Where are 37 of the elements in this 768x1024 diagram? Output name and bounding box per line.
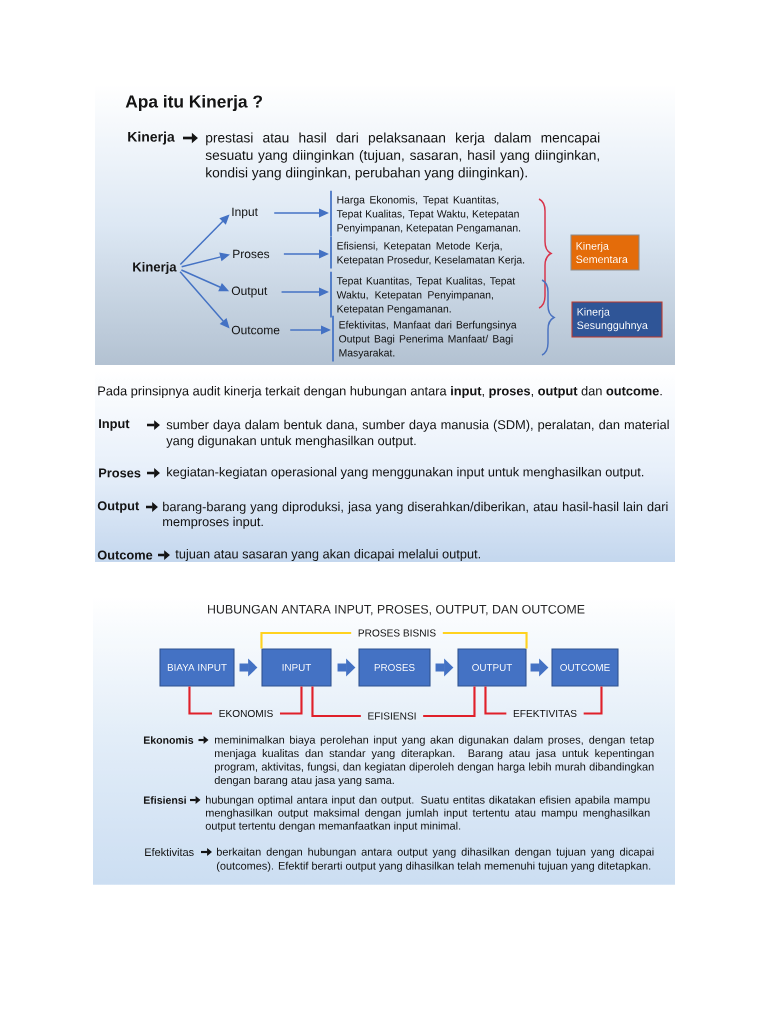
heading: Apa itu Kinerja ? — [125, 94, 262, 112]
definition-text: sumber daya dalam bentuk dana, sumber daya manusia (SDM), peralatan, dan material yang digunakan untuk menghasilkan output. — [166, 419, 669, 448]
term-label: Efisiensi — [144, 796, 186, 804]
category-box: Kinerja Sementara — [570, 234, 640, 271]
term-label: Outcome — [97, 550, 153, 560]
process-box: OUTPUT — [457, 648, 527, 687]
definition-text: meminimalkan biaya perolehan input yang akan digunakan dalam proses, dengan tetap menjaga kualitas dan standar yang diterapkan. Barang atau jasa untuk kepentingan program, aktivitas, fungsi, dan kegiatan diperoleh dengan harga lebih murah dibandingkan dengan barang atau jasa yang sama. — [214, 735, 654, 787]
definition-text: tujuan atau sasaran yang akan dicapai melalui output. — [175, 549, 480, 561]
definition-text: prestasi atau hasil dari pelaksanaan kerja dalam mencapai sesuatu yang diinginkan (tujuan, sasaran, hasil yang diinginkan, kondisi yang diinginkan, perubahan yang diinginkan). — [205, 132, 600, 181]
definition-text: barang-barang yang diproduksi, jasa yang diserahkan/diberikan, atau hasil-hasil lain dari memproses input. — [163, 501, 668, 529]
edge-label: EKONOMIS — [212, 708, 280, 719]
description-block: Efisiensi, Ketepatan Metode Kerja, Ketepatan Prosedur, Keselamatan Kerja. — [330, 235, 525, 270]
process-box: BIAYA INPUT — [159, 648, 235, 687]
definition-text: kegiatan-kegiatan operasional yang menggunakan input untuk menghasilkan output. — [167, 467, 644, 479]
term-label: Efektivitas — [145, 848, 194, 856]
definition-text: hubungan optimal antara input dan output. Suatu entitas dikatakan efisien apabila mampu menghasilkan output maksimal dengan jumlah input tertentu atau mampu menghasilkan output tertentu dengan memanfaatkan input minimal. — [205, 795, 650, 832]
term-label: Input — [99, 419, 130, 431]
process-box: INPUT — [261, 648, 332, 687]
category-box: Kinerja Sesungguhnya — [571, 301, 663, 338]
edge-label: EFEKTIVITAS — [506, 708, 584, 719]
edge-label: EFISIENSI — [360, 711, 424, 721]
definition-text: berkaitan dengan hubungan antara output yang dihasilkan dengan tujuan yang dicapai (outcomes). Efektif berarti output yang dihasilkan telah memenuhi tujuan yang ditetapkan. — [216, 847, 654, 872]
term-label: Output — [97, 501, 140, 513]
process-box: PROSES — [358, 648, 431, 687]
root-label: Kinerja — [133, 261, 177, 275]
branch-label: Outcome — [231, 325, 280, 335]
branch-label: Output — [231, 286, 268, 298]
description-block: Harga Ekonomis, Tepat Kuantitas, Tepat Kualitas, Tepat Waktu, Ketepatan Penyimpanan, Ketepatan Pengamanan. — [330, 189, 521, 238]
process-box: OUTCOME — [551, 648, 619, 687]
branch-label: Input — [232, 207, 258, 219]
heading: HUBUNGAN ANTARA INPUT, PROSES, OUTPUT, DAN OUTCOME — [208, 604, 585, 616]
edge-label: PROSES BISNIS — [351, 628, 443, 638]
term-label: Ekonomis — [144, 736, 194, 744]
body-text: Pada prinsipnya audit kinerja terkait dengan hubungan antara input, proses, output dan outcome. — [98, 386, 662, 398]
term-label: Kinerja — [128, 131, 175, 145]
term-label: Proses — [99, 468, 141, 478]
branch-label: Proses — [233, 249, 270, 259]
